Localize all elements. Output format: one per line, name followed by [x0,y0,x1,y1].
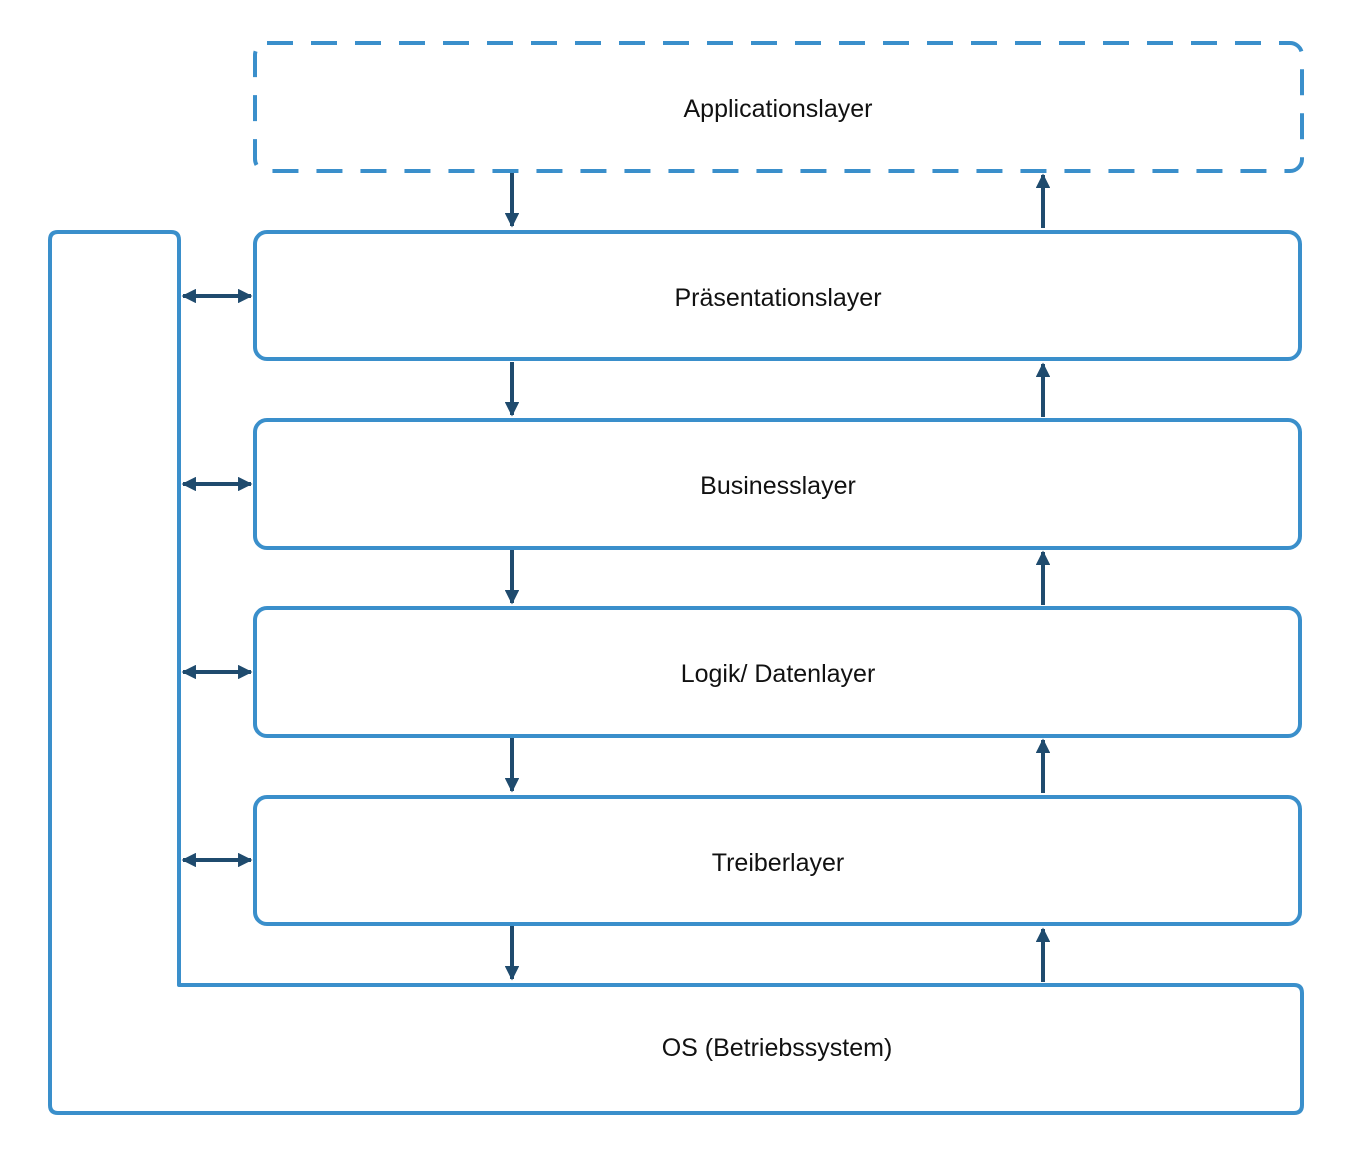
os-layer-label: OS (Betriebssystem) [662,1034,893,1062]
logic-data-layer-label: Logik/ Datenlayer [681,660,876,688]
presentation-layer-label: Präsentationslayer [674,284,881,312]
driver-layer-box [253,795,1302,926]
business-layer-label: Businesslayer [700,472,856,500]
os-layer-box [48,230,1304,1115]
presentation-layer-box [253,230,1302,361]
application-layer-box [253,41,1304,173]
driver-layer-label: Treiberlayer [712,849,844,877]
business-layer-box [253,418,1302,550]
logic-data-layer-box [253,606,1302,738]
application-layer-label: Applicationslayer [684,95,873,123]
